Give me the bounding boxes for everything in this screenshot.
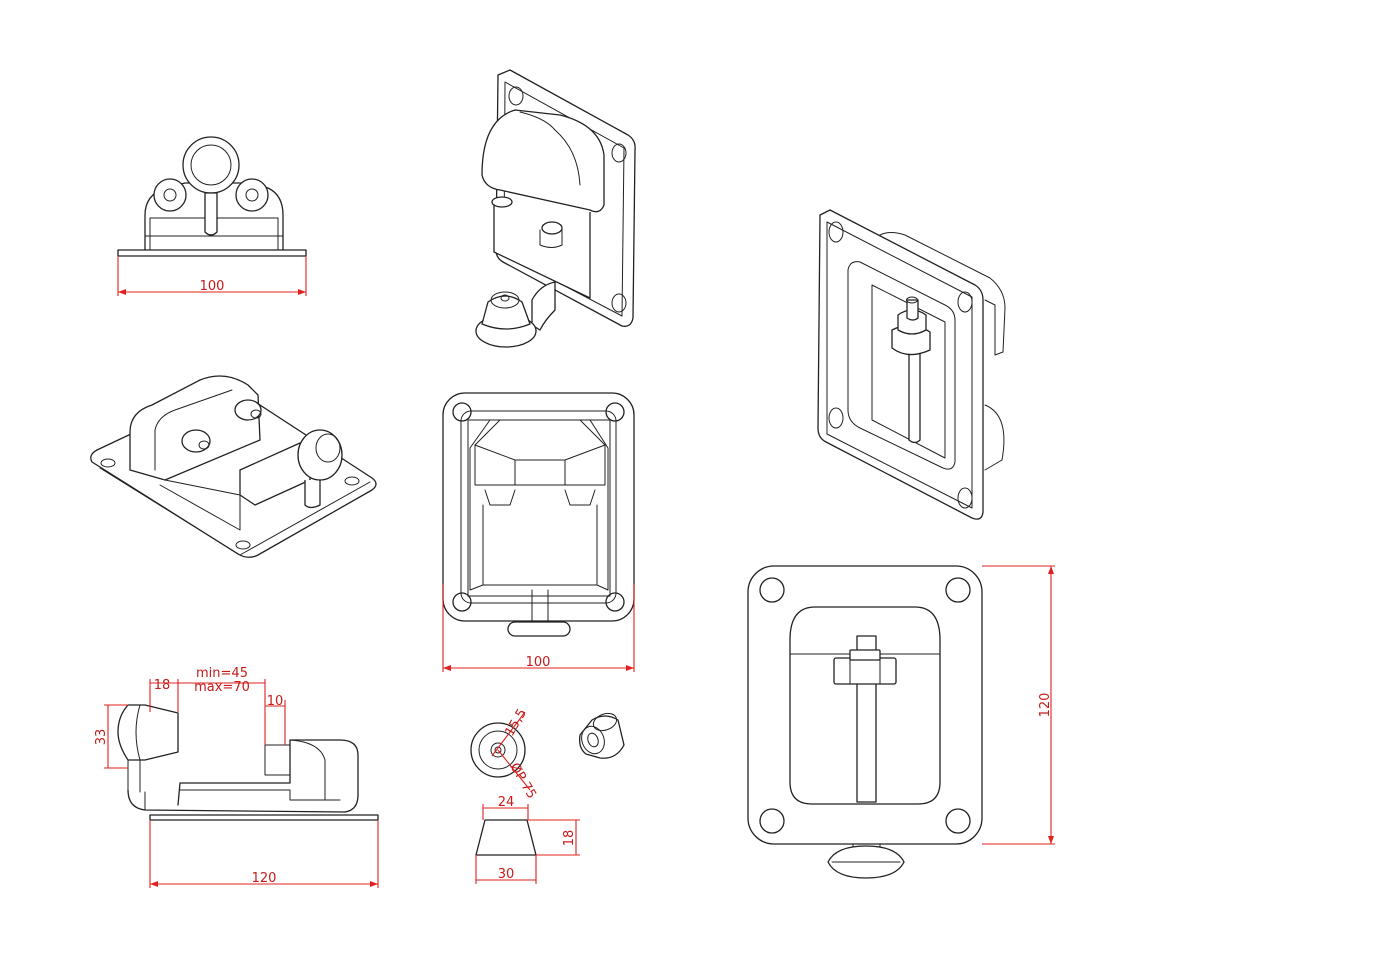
bumper-top-width-label: 24 <box>498 795 515 810</box>
isometric-view-right <box>817 209 1006 520</box>
bumper-inner-diameter-label: 15,5 <box>502 706 529 739</box>
side-dim-18-label: 18 <box>154 678 171 693</box>
isometric-view-left <box>90 375 377 558</box>
bumper-isometric-view <box>578 712 625 759</box>
bumper-side-view: 24 30 18 <box>475 795 580 884</box>
side-dimensions: 18 min=45 max=70 10 33 120 <box>94 666 379 888</box>
dimension-width-plan: 100 <box>442 584 635 672</box>
bumper-height-label: 18 <box>562 830 577 847</box>
dimension-width-front: 100 <box>117 256 307 296</box>
plan-view-right <box>747 565 983 879</box>
side-elevation-view <box>117 704 379 821</box>
dimension-height-plan: 120 <box>982 565 1055 845</box>
bumper-top-view: 15,5 ØP 75 <box>470 706 539 802</box>
side-dim-10-label: 10 <box>267 694 284 709</box>
plan-height-label: 120 <box>1038 693 1053 718</box>
front-width-label: 100 <box>200 279 225 294</box>
adjust-max-label: max=70 <box>194 680 250 695</box>
front-elevation-view <box>117 136 307 257</box>
adjust-min-label: min=45 <box>196 666 248 681</box>
plan-width-label: 100 <box>526 655 551 670</box>
bumper-bottom-width-label: 30 <box>498 867 515 882</box>
side-dim-33-label: 33 <box>94 729 109 746</box>
front-plan-view <box>442 392 635 637</box>
side-dim-120-label: 120 <box>252 871 277 886</box>
isometric-view-top-center <box>475 69 636 348</box>
